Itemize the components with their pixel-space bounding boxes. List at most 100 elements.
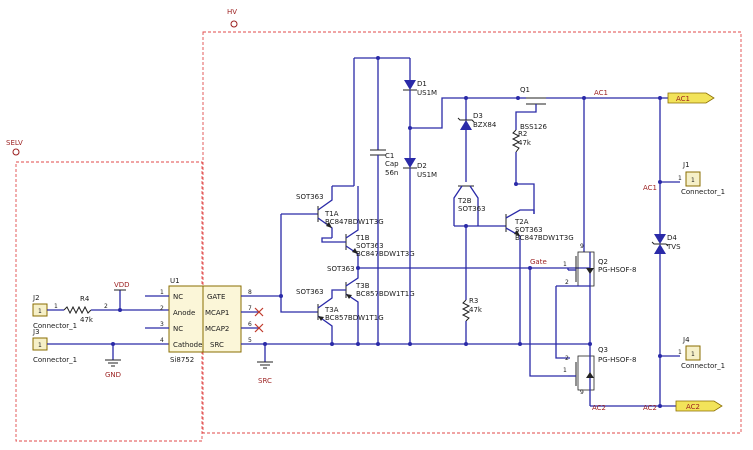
svg-text:Connector_1: Connector_1 — [33, 322, 77, 330]
junction-dot — [582, 96, 586, 100]
ac2-port-flag[interactable]: AC2 — [675, 400, 723, 412]
svg-text:BSS126: BSS126 — [520, 123, 547, 131]
resistor-r2[interactable]: R2 47k — [511, 129, 532, 153]
svg-text:T3B: T3B — [355, 282, 370, 290]
package-label: SOT363 — [515, 226, 543, 234]
svg-text:R4: R4 — [80, 295, 90, 303]
svg-text:Q1: Q1 — [520, 86, 530, 94]
diode-d2[interactable]: D2 US1M — [403, 158, 437, 179]
svg-text:9: 9 — [580, 389, 584, 396]
svg-text:9: 9 — [580, 243, 584, 250]
svg-text:D1: D1 — [417, 80, 427, 88]
mosfet-q3[interactable]: Q3 PG-HSOF-8 2 1 9 — [563, 344, 636, 406]
transistor-t1b[interactable]: T1B SOT363 BC847BDW1T3G — [345, 220, 415, 268]
junction-dot — [464, 342, 468, 346]
svg-text:J1: J1 — [682, 161, 690, 169]
mosfet-q1[interactable]: Q1 BSS126 — [515, 86, 668, 131]
capacitor-c1[interactable]: C1 Cap 56n — [370, 149, 399, 177]
svg-text:1: 1 — [691, 177, 695, 184]
mosfet-q2[interactable]: Q2 PG-HSOF-8 9 1 — [563, 243, 636, 287]
svg-text:Anode: Anode — [173, 309, 195, 317]
ground-icon — [257, 361, 273, 369]
junction-dot — [118, 308, 122, 312]
svg-text:US1M: US1M — [417, 171, 437, 179]
junction-dot — [516, 96, 520, 100]
svg-text:BZX84: BZX84 — [473, 121, 497, 129]
svg-text:J2: J2 — [32, 294, 40, 302]
svg-text:47k: 47k — [518, 139, 532, 147]
transistor-t3b[interactable]: T3B BC857BDW1T1G — [345, 268, 415, 344]
svg-text:D4: D4 — [667, 234, 677, 242]
transistor-t2a[interactable]: T2A SOT363 BC847BDW1T3G — [505, 209, 574, 344]
junction-dot — [658, 96, 662, 100]
connector-j1[interactable]: 1 1 J1 Connector_1 — [678, 161, 725, 196]
resistor-r3[interactable]: R3 47k — [461, 297, 483, 322]
svg-text:J4: J4 — [682, 336, 690, 344]
transistor-t3a[interactable]: T3A BC857BDW1T1G — [317, 289, 384, 344]
ground-icon — [105, 359, 121, 367]
svg-text:TVS: TVS — [666, 243, 681, 251]
svg-text:SRC: SRC — [210, 341, 224, 349]
svg-text:R3: R3 — [469, 297, 478, 305]
svg-text:NC: NC — [173, 325, 183, 333]
connector-j4[interactable]: 1 1 J4 Connector_1 — [678, 336, 725, 370]
tvs-diode-d4[interactable]: D4 TVS — [651, 234, 681, 254]
ac1-port-flag[interactable]: AC1 — [667, 92, 715, 104]
svg-text:8: 8 — [248, 289, 252, 296]
svg-text:BC847BDW1T3G: BC847BDW1T3G — [325, 218, 384, 226]
gate-net-label: Gate — [530, 258, 547, 266]
src-label: SRC — [258, 377, 272, 385]
svg-text:56n: 56n — [385, 169, 398, 177]
ic-u1[interactable]: U1 Si8752 NC Anode NC Cathode GATE MCAP1… — [160, 277, 252, 364]
resistor-r4[interactable]: R4 47k — [63, 295, 94, 324]
junction-dot — [658, 180, 662, 184]
diode-d1[interactable]: D1 US1M — [403, 80, 437, 97]
svg-text:US1M: US1M — [417, 89, 437, 97]
svg-text:Connector_1: Connector_1 — [33, 356, 77, 364]
svg-text:T3A: T3A — [324, 306, 339, 314]
svg-text:4: 4 — [160, 337, 164, 344]
wire — [321, 237, 346, 243]
vdd-label: VDD — [114, 281, 130, 289]
svg-text:1: 1 — [678, 349, 682, 356]
svg-text:MCAP1: MCAP1 — [205, 309, 229, 317]
ac1-net-label: AC1 — [594, 89, 608, 97]
svg-text:7: 7 — [248, 305, 252, 312]
zener-diode-d3[interactable]: D3 BZX84 — [457, 112, 497, 130]
wire — [280, 214, 318, 313]
junction-dot — [111, 342, 115, 346]
junction-dot — [464, 96, 468, 100]
junction-dot — [408, 126, 412, 130]
svg-text:T1B: T1B — [355, 234, 370, 242]
package-label: SOT363 — [296, 288, 324, 296]
hv-port-icon — [230, 20, 238, 28]
connector-j3[interactable]: 1 J3 Connector_1 — [32, 328, 77, 364]
no-connect-icon — [254, 307, 264, 317]
svg-text:BC857BDW1T1G: BC857BDW1T1G — [325, 314, 384, 322]
svg-text:5: 5 — [248, 337, 252, 344]
transistor-t1a[interactable]: T1A BC847BDW1T3G — [317, 186, 384, 238]
svg-text:2: 2 — [160, 305, 164, 312]
no-connect-icon — [254, 323, 264, 333]
svg-text:3: 3 — [160, 321, 164, 328]
package-label: SOT363 — [327, 265, 355, 273]
svg-text:Cathode: Cathode — [173, 341, 202, 349]
svg-text:T2B: T2B — [457, 197, 472, 205]
svg-text:C1: C1 — [385, 152, 394, 160]
junction-dot — [376, 56, 380, 60]
ac1-side-label: AC1 — [643, 184, 657, 192]
svg-text:D2: D2 — [417, 162, 427, 170]
svg-text:AC2: AC2 — [686, 403, 700, 411]
junction-dot — [514, 182, 518, 186]
svg-text:Cap: Cap — [385, 160, 399, 168]
transistor-t2b[interactable]: T2B SOT363 — [453, 185, 486, 226]
junction-dot — [518, 342, 522, 346]
junction-dot — [279, 294, 283, 298]
junction-dot — [376, 342, 380, 346]
svg-text:BC847BDW1T3G: BC847BDW1T3G — [356, 250, 415, 258]
svg-text:NC: NC — [173, 293, 183, 301]
svg-text:MCAP2: MCAP2 — [205, 325, 229, 333]
svg-text:1: 1 — [160, 289, 164, 296]
svg-text:J3: J3 — [32, 328, 40, 336]
svg-text:2: 2 — [565, 279, 569, 286]
